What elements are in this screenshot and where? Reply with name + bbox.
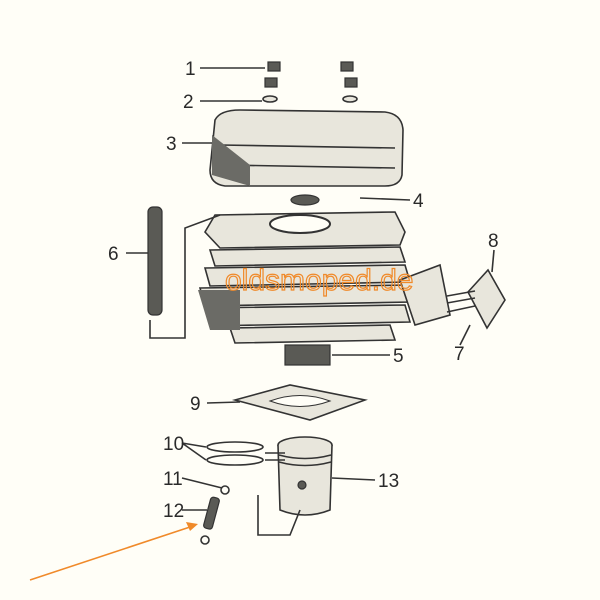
piston [277,436,333,516]
part-label-5: 5 [393,346,404,367]
leader-lines [126,67,495,536]
part-label-10: 10 [163,434,184,455]
piston-ring [206,454,264,466]
part-label-11: 11 [163,469,183,490]
flange-gasket [467,268,506,330]
part-label-2: 2 [183,92,194,113]
part-label-8: 8 [488,231,499,252]
nuts-and-washers [262,61,358,103]
part-label-9: 9 [190,394,201,415]
piston-pin [203,496,220,530]
circlip [220,485,230,495]
stud-pin [147,206,163,316]
circlip [200,535,210,545]
highlight-arrow [29,522,198,581]
part-label-4: 4 [413,191,424,212]
gasket [290,194,320,206]
part-label-13: 13 [378,471,399,492]
piston-ring [206,441,264,453]
cylinder [198,211,451,366]
part-label-6: 6 [108,244,119,265]
part-label-7: 7 [454,344,465,365]
part-label-12: 12 [163,501,184,522]
watermark-text: oldsmoped.de [225,264,413,297]
part-label-3: 3 [166,134,177,155]
cylinder-head [209,109,404,187]
part-label-1: 1 [185,59,196,80]
